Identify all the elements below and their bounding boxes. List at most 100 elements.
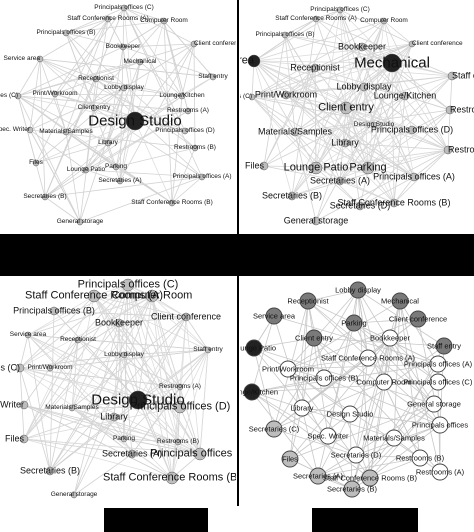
graph-edge	[65, 20, 165, 34]
graph-edge	[253, 18, 317, 62]
graph-node	[120, 351, 128, 359]
graph-edge	[369, 403, 435, 479]
node-label: Principals offices (B)	[255, 30, 315, 38]
graph-node	[310, 63, 320, 73]
node-label: Client entry	[318, 101, 374, 114]
graph-edge	[367, 167, 395, 204]
graph-edge	[65, 32, 97, 80]
graph-edge	[19, 284, 129, 369]
graph-edge	[27, 334, 173, 479]
node-label: General storage	[50, 490, 98, 498]
graph-edge	[54, 18, 109, 95]
graph-edge	[393, 149, 449, 204]
graph-edge	[253, 60, 293, 197]
node-label: Restrooms (B)	[174, 143, 216, 151]
graph-edge	[44, 78, 97, 198]
graph-node	[121, 278, 135, 292]
graph-edge	[65, 18, 109, 34]
graph-edge	[389, 337, 435, 405]
graph-edge	[291, 167, 369, 197]
node-label: Service area	[3, 54, 41, 62]
node-label: Principals offices (C)	[310, 5, 370, 13]
graph-edge	[134, 43, 195, 122]
graph-edge	[65, 32, 95, 109]
graph-edge	[273, 315, 439, 365]
graph-edge	[363, 86, 449, 151]
graph-edge	[253, 43, 413, 62]
graph-node	[309, 161, 323, 175]
graph-node	[70, 491, 78, 499]
graph-node	[173, 400, 187, 414]
graph-node	[385, 429, 403, 447]
node-label: Bookkeeper	[369, 333, 411, 343]
graph-node	[90, 104, 98, 112]
node-label: Principals offices (A)	[373, 171, 455, 182]
node-label: Parking	[112, 434, 136, 442]
graph-edge	[413, 149, 449, 178]
graph-edge	[367, 43, 413, 169]
graph-edge	[411, 109, 451, 131]
node-label: Principals offices (C)	[403, 377, 473, 387]
graph-edge	[367, 109, 451, 169]
node-label: Client entry	[77, 103, 111, 111]
graph-edge	[73, 416, 115, 496]
graph-edge	[131, 386, 181, 455]
graph-edge	[44, 95, 183, 198]
node-label: Service area	[240, 54, 254, 67]
graph-edge	[23, 339, 79, 440]
graph-edge	[317, 403, 435, 477]
graph-node	[409, 310, 427, 328]
graph-node	[176, 383, 184, 391]
node-label: Computer Room	[111, 289, 193, 302]
graph-edge	[251, 96, 317, 169]
node-label: Spec. Writer	[0, 399, 24, 410]
graph-edge	[294, 131, 317, 169]
graph-edge	[287, 289, 359, 370]
node-label: Computer Room	[356, 377, 412, 387]
graph-edge	[179, 386, 201, 455]
node-label: Restrooms (A)	[167, 106, 209, 114]
graph-edge	[39, 58, 136, 122]
graph-edge	[17, 43, 195, 97]
graph-edge	[369, 337, 391, 479]
graph-edge	[79, 107, 95, 223]
graph-edge	[253, 60, 347, 109]
node-label: General storage	[283, 215, 349, 226]
graph-edge	[179, 349, 209, 408]
graph-edge	[251, 62, 393, 98]
graph-node	[343, 480, 361, 498]
graph-node	[74, 336, 82, 344]
node-label: Restrooms (B)	[157, 437, 199, 445]
graph-edge	[23, 438, 173, 479]
node-label: Library	[100, 411, 128, 422]
graph-edge	[357, 289, 385, 383]
node-label: Secretaries (A)	[292, 471, 344, 481]
graph-edge	[65, 7, 125, 34]
graph-edge	[93, 87, 125, 109]
graph-edge	[54, 93, 183, 97]
graph-edge	[23, 295, 153, 440]
node-label: Client conference	[194, 39, 236, 47]
node-label: Service area	[9, 330, 47, 338]
graph-node	[431, 416, 449, 434]
graph-edge	[399, 300, 441, 473]
graph-edge	[353, 318, 419, 324]
panel-top-left-graph: Principals offices (C)Staff Conference R…	[0, 0, 236, 234]
graph-node	[41, 193, 49, 201]
graph-edge	[71, 407, 201, 455]
graph-svg	[243, 281, 453, 498]
node-label: Print/Workroom	[262, 364, 314, 374]
node-label: Spec. Writer	[307, 431, 349, 441]
graph-edge	[193, 43, 196, 149]
node-label: Staff Conference Rooms (A)	[25, 289, 163, 302]
node-label: Secretaries (D)	[330, 450, 382, 460]
node-label: Computer Room	[140, 16, 188, 24]
graph-edge	[391, 62, 453, 77]
graph-node	[168, 199, 176, 207]
graph-edge	[251, 391, 371, 479]
graph-edge	[77, 339, 181, 388]
node-label: Lounge Patio	[283, 161, 349, 174]
graph-node	[198, 173, 206, 181]
graph-edge	[344, 142, 449, 151]
